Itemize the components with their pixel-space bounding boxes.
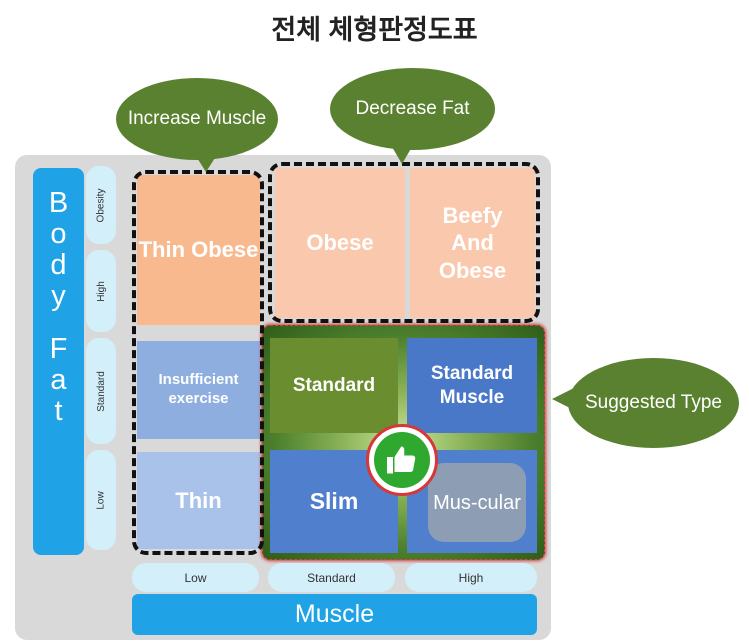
muscle-level-high: High xyxy=(405,563,537,592)
body-fat-level-obesity: Obesity xyxy=(86,166,116,244)
decrease-fat-callout: Decrease Fat xyxy=(330,68,495,150)
body-fat-level-low: Low xyxy=(86,450,116,550)
body-fat-letter: d xyxy=(50,249,67,281)
cell-insufficient-exercise: Insufficient exercise xyxy=(137,341,260,439)
cell-muscular: Mus-cular xyxy=(428,463,526,542)
cell-standard-muscle: Standard Muscle xyxy=(407,338,537,433)
body-fat-letter: a xyxy=(50,364,67,396)
increase-muscle-outline xyxy=(132,170,264,555)
increase-muscle-callout: Increase Muscle xyxy=(116,78,278,160)
cell-thin: Thin xyxy=(137,452,260,549)
cell-beefy-and-obese: Beefy And Obese xyxy=(410,168,535,318)
cell-obese: Obese xyxy=(275,168,405,318)
cell-standard: Standard xyxy=(270,338,398,433)
page-title: 전체 체형판정도표 xyxy=(271,15,478,45)
body-fat-letter: y xyxy=(51,280,66,312)
muscle-level-standard: Standard xyxy=(268,563,395,592)
body-fat-letter: B xyxy=(48,187,69,219)
body-fat-letter: F xyxy=(49,333,68,365)
muscle-level-low: Low xyxy=(132,563,259,592)
thumbs-up-icon xyxy=(366,424,438,496)
suggested-type-callout: Suggested Type xyxy=(568,358,739,448)
body-fat-axis-label: B o d y F a t xyxy=(33,188,84,427)
body-fat-level-standard: Standard xyxy=(86,338,116,444)
muscle-axis-label: Muscle xyxy=(132,594,537,635)
decrease-fat-outline xyxy=(268,162,540,323)
body-fat-level-high: High xyxy=(86,250,116,332)
cell-slim: Slim xyxy=(270,450,398,553)
body-fat-axis-bar xyxy=(33,168,84,555)
body-fat-letter: o xyxy=(50,218,67,250)
body-fat-letter: t xyxy=(54,395,63,427)
cell-thin-obese: Thin Obese xyxy=(137,175,260,325)
